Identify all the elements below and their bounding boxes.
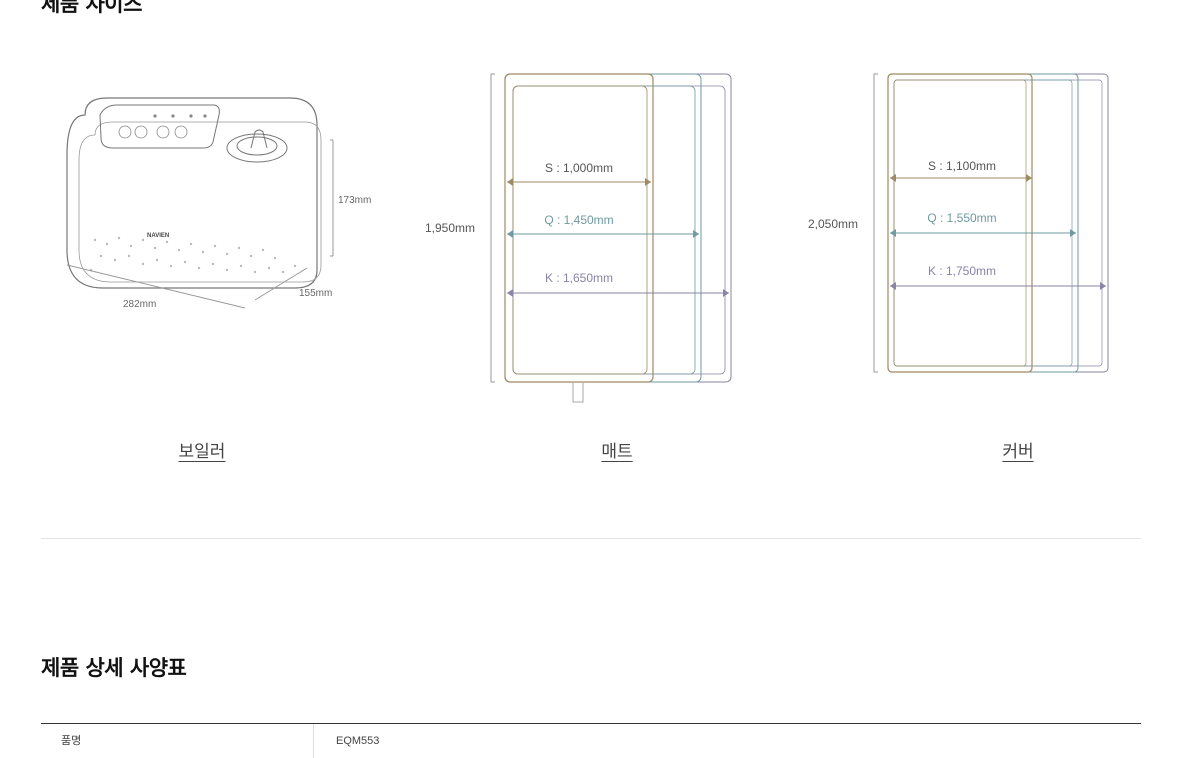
mat-illustration: 1,950mm S : 1,000mm Q : 1,450mm K : 1,65…: [425, 73, 732, 403]
cover-size-s-label: S : 1,100mm: [928, 159, 996, 173]
cover-size-q-label: Q : 1,550mm: [927, 211, 996, 225]
mat-size-q-label: Q : 1,450mm: [544, 213, 613, 227]
caption-boiler[interactable]: 보일러: [178, 442, 226, 462]
cover-size-k-label: K : 1,750mm: [928, 264, 996, 278]
caption-cover[interactable]: 커버: [1002, 442, 1034, 462]
spec-value: EQM553: [336, 735, 380, 747]
section-divider: [41, 538, 1141, 539]
mat-size-k-label: K : 1,650mm: [545, 271, 613, 285]
section-title-spec-table: 제품 상세 사양표: [41, 656, 187, 680]
boiler-height-label: 173mm: [338, 195, 371, 206]
mat-length-label: 1,950mm: [425, 221, 475, 235]
cover-length-label: 2,050mm: [808, 217, 858, 231]
cover-diagram: 2,050mm S : 1,100mm Q : 1,550mm K : 1,75…: [800, 60, 1120, 394]
boiler-diagram: NAVIEN 173mm 282mm 155mm: [55, 60, 385, 324]
spec-table: 품명 EQM553: [41, 723, 1141, 758]
caption-mat[interactable]: 매트: [601, 442, 633, 462]
table-row: 품명 EQM553: [41, 724, 1141, 758]
boiler-depth-label: 155mm: [299, 288, 332, 299]
section-title-product-size: 제품 사이즈: [41, 0, 142, 16]
boiler-width-label: 282mm: [123, 299, 156, 310]
spec-label: 품명: [41, 724, 314, 758]
boiler-illustration: NAVIEN 173mm 282mm 155mm: [66, 97, 371, 310]
mat-size-s-label: S : 1,000mm: [545, 161, 613, 175]
boiler-brand-text: NAVIEN: [147, 233, 169, 239]
cover-illustration: 2,050mm S : 1,100mm Q : 1,550mm K : 1,75…: [808, 73, 1109, 373]
mat-diagram: 1,950mm S : 1,000mm Q : 1,450mm K : 1,65…: [415, 60, 755, 414]
